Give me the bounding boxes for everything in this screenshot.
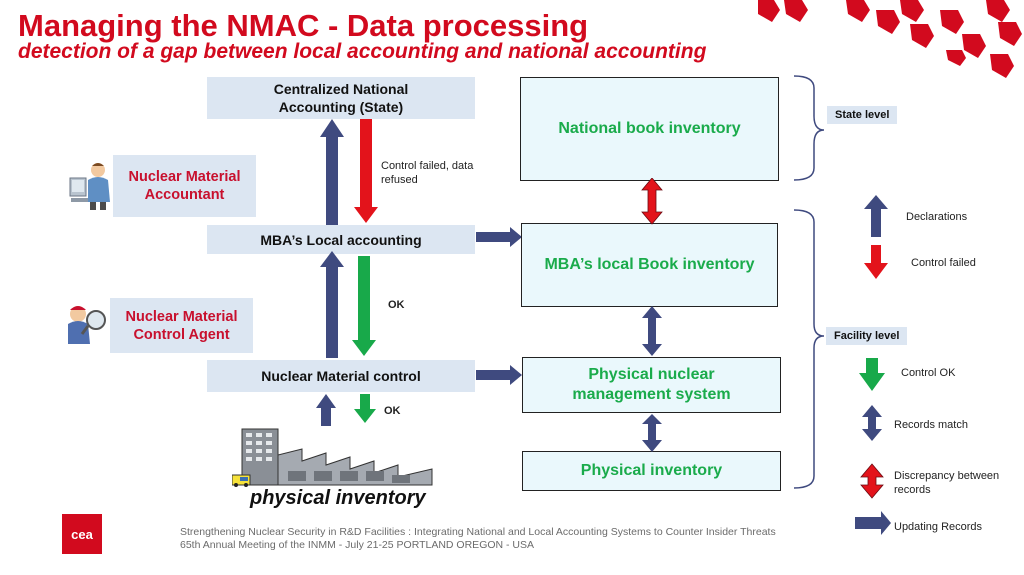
page-subtitle: detection of a gap between local account… (18, 40, 707, 63)
discrepancy-arrow-national-local (641, 178, 663, 225)
legend-records-match-icon (862, 405, 882, 441)
national-book-inventory-box: National book inventory (520, 77, 779, 181)
ok-annotation-upper: OK (388, 299, 405, 311)
accountant-at-computer-icon (69, 163, 110, 210)
cube-pattern-decoration (758, 0, 1022, 78)
state-level-bracket (793, 75, 825, 181)
ok-arrow-down-lower (354, 394, 376, 423)
update-arrow-management (476, 365, 522, 385)
centralized-national-accounting-box: Centralized National Accounting (State) (207, 77, 475, 119)
declaration-arrow-up-to-national (320, 119, 344, 225)
legend-records-match-label: Records match (894, 419, 968, 431)
legend-control-ok-icon (859, 358, 885, 391)
footer-line-2: 65th Annual Meeting of the INMM - July 2… (180, 539, 535, 551)
records-match-arrow-local-management (642, 306, 662, 356)
control-failed-arrow-down (354, 119, 378, 223)
physical-nuclear-management-system-box: Physical nuclear management system (522, 357, 781, 413)
legend-updating-icon (855, 511, 891, 535)
cea-logo: cea (62, 514, 102, 554)
nuclear-material-control-agent-label: Nuclear Material Control Agent (110, 298, 253, 353)
nuclear-material-accountant-label: Nuclear Material Accountant (113, 155, 256, 217)
footer-line-1: Strengthening Nuclear Security in R&D Fa… (180, 526, 776, 538)
declaration-arrow-up-to-local (320, 251, 344, 358)
legend-discrepancy-label: Discrepancy between records (894, 470, 1000, 496)
physical-inventory-caption: physical inventory (250, 487, 426, 509)
mba-local-accounting-box: MBA’s Local accounting (207, 225, 475, 254)
declaration-arrow-up-from-physical (316, 394, 336, 426)
cea-logo-text: cea (71, 526, 93, 542)
left-flow-arrows (316, 119, 378, 426)
ok-annotation-lower: OK (384, 405, 401, 417)
footer: Strengthening Nuclear Security in R&D Fa… (180, 526, 776, 552)
control-failed-annotation: Control failed, data refused (381, 160, 474, 186)
legend-icons (855, 195, 891, 535)
physical-inventory-box: Physical inventory (522, 451, 781, 491)
legend-discrepancy-icon (860, 463, 884, 499)
level-brackets (793, 75, 825, 489)
records-match-arrow-management-physical (642, 414, 662, 452)
update-arrow-local-book (476, 227, 522, 247)
control-agent-with-magnifier-icon (68, 306, 106, 344)
facility-level-tag: Facility level (826, 327, 908, 345)
legend-control-failed-icon (864, 245, 888, 279)
ok-arrow-down-upper (352, 256, 376, 356)
page-title: Managing the NMAC - Data processing (18, 8, 589, 43)
facility-level-bracket (793, 209, 825, 489)
legend-updating-label: Updating Records (894, 521, 983, 533)
nuclear-material-control-box: Nuclear Material control (207, 360, 475, 392)
legend-control-ok-label: Control OK (901, 367, 956, 379)
legend-declarations-icon (864, 195, 888, 237)
right-double-arrows (641, 178, 663, 452)
legend-declarations-label: Declarations (906, 211, 968, 223)
factory-building-icon (232, 428, 433, 487)
state-level-tag: State level (827, 106, 898, 124)
mba-local-book-inventory-box: MBA’s local Book inventory (521, 223, 778, 307)
legend-control-failed-label: Control failed (911, 257, 976, 269)
updating-arrows-horizontal (476, 227, 522, 385)
